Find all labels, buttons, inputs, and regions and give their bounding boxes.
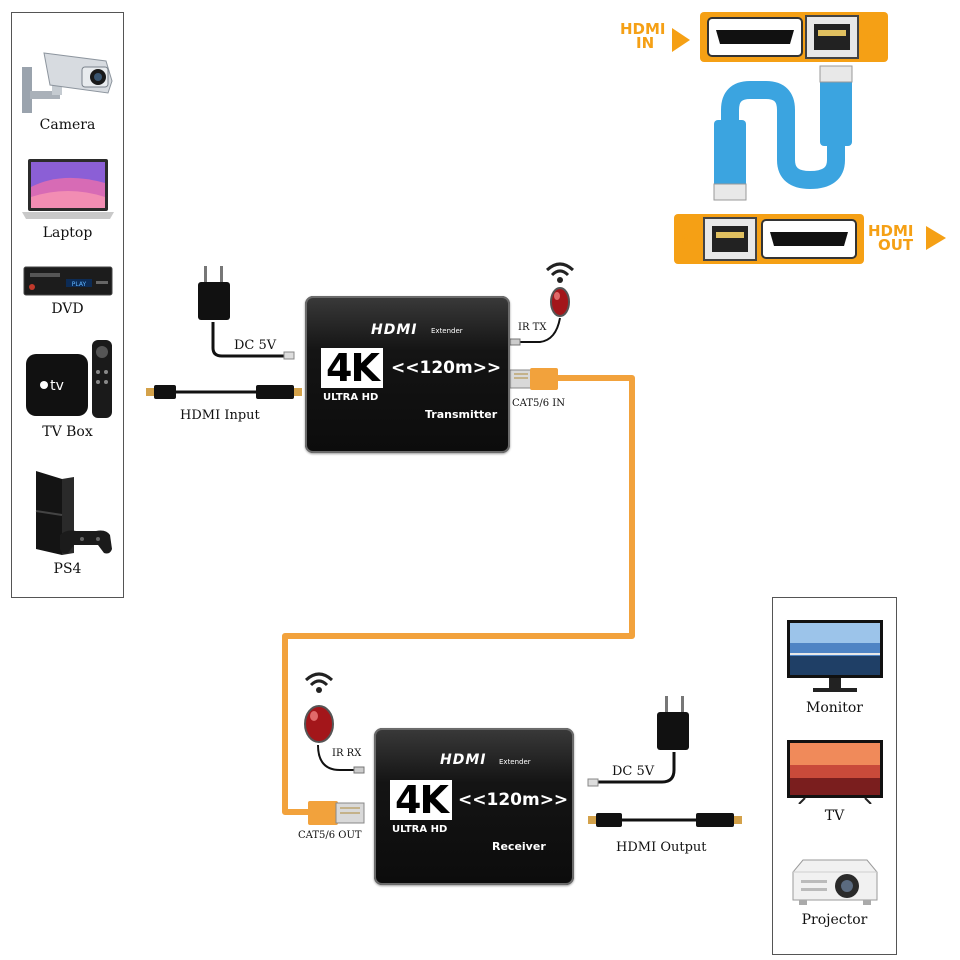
display-label: Monitor — [805, 700, 863, 716]
tx-cat-in-label: CAT5/6 IN — [512, 398, 565, 409]
rx-4k-badge: 4K — [390, 780, 452, 820]
display-tv: TV — [773, 738, 896, 824]
rx-cat-out-label: CAT5/6 OUT — [298, 830, 362, 841]
inset-rx-label: Rx — [678, 231, 700, 249]
display-monitor: Monitor — [773, 618, 896, 716]
ir-rx-sensor-icon — [304, 672, 334, 743]
tv-box-icon: tv — [25, 340, 112, 418]
inset-hdmi-out-label: HDMI OUT — [868, 222, 914, 254]
rx-distance: <<120m>> — [458, 790, 569, 810]
inset-hdmi-in-label: HDMI IN — [620, 20, 666, 52]
ps4-icon — [35, 471, 112, 555]
tx-rj45-plug-icon — [510, 368, 558, 390]
source-label: TV Box — [42, 424, 93, 440]
source-label: Camera — [39, 117, 96, 133]
ir-tx-sensor-icon — [545, 262, 575, 317]
tx-4k-badge: 4K — [321, 348, 383, 388]
rx-hdmi-cable-icon — [588, 813, 742, 827]
source-devices-panel: Camera Laptop PLAY DVD tv — [11, 12, 124, 598]
inset-hdmi-in-line1: HDMI — [620, 20, 666, 38]
source-label: PS4 — [53, 561, 82, 577]
rx-role-label: Receiver — [492, 840, 546, 853]
source-dvd: PLAY DVD — [12, 265, 123, 317]
tx-hdmi-input-label: HDMI Input — [180, 408, 260, 423]
dvd-screen-text: PLAY — [71, 281, 86, 288]
rx-brand: HDMI — [440, 752, 487, 768]
camera-icon — [21, 52, 113, 113]
inset-hdmi-out-line2: OUT — [878, 236, 914, 254]
display-label: Projector — [801, 912, 868, 928]
tx-role-label: Transmitter — [425, 408, 498, 421]
port-inset-diagram — [672, 12, 946, 264]
projector-icon — [792, 859, 877, 905]
receiver-unit: HDMI Extender 4K ULTRA HD <<120m>> Recei… — [374, 728, 574, 885]
rx-power-label: DC 5V — [612, 764, 655, 779]
inset-hdmi-out-line1: HDMI — [868, 222, 914, 240]
laptop-icon — [21, 159, 114, 219]
inset-tx-label: Tx — [864, 30, 884, 48]
tx-brand: HDMI — [371, 322, 418, 338]
monitor-icon — [786, 620, 883, 692]
rx-brand-suffix: Extender — [499, 758, 531, 766]
source-label: Laptop — [42, 225, 93, 241]
source-camera: Camera — [12, 47, 123, 133]
ir-rx-label: IR RX — [332, 748, 362, 759]
rx-ultra-hd: ULTRA HD — [392, 824, 448, 835]
rx-power-adapter-icon — [657, 696, 689, 750]
display-label: TV — [824, 808, 845, 824]
source-laptop: Laptop — [12, 157, 123, 241]
svg-text:tv: tv — [50, 378, 64, 394]
display-devices-panel: Monitor TV Projector — [772, 597, 897, 955]
rx-hdmi-output-label: HDMI Output — [616, 840, 707, 855]
source-label: DVD — [51, 301, 84, 317]
tx-power-adapter-icon — [198, 266, 230, 320]
tx-brand-suffix: Extender — [431, 327, 463, 335]
source-tv-box: tv TV Box — [12, 340, 123, 440]
display-projector: Projector — [773, 852, 896, 928]
tx-hdmi-cable-icon — [146, 385, 302, 399]
tx-ultra-hd: ULTRA HD — [323, 392, 379, 403]
ir-tx-label: IR TX — [518, 322, 547, 333]
dvd-player-icon: PLAY — [23, 266, 112, 296]
inset-hdmi-in-line2: IN — [636, 34, 655, 52]
tv-icon — [786, 740, 883, 804]
tx-power-label: DC 5V — [234, 338, 277, 353]
source-ps4: PS4 — [12, 469, 123, 577]
transmitter-unit: HDMI Extender 4K ULTRA HD <<120m>> Trans… — [305, 296, 510, 453]
rx-rj45-plug-icon — [308, 801, 365, 825]
tx-distance: <<120m>> — [391, 358, 502, 378]
